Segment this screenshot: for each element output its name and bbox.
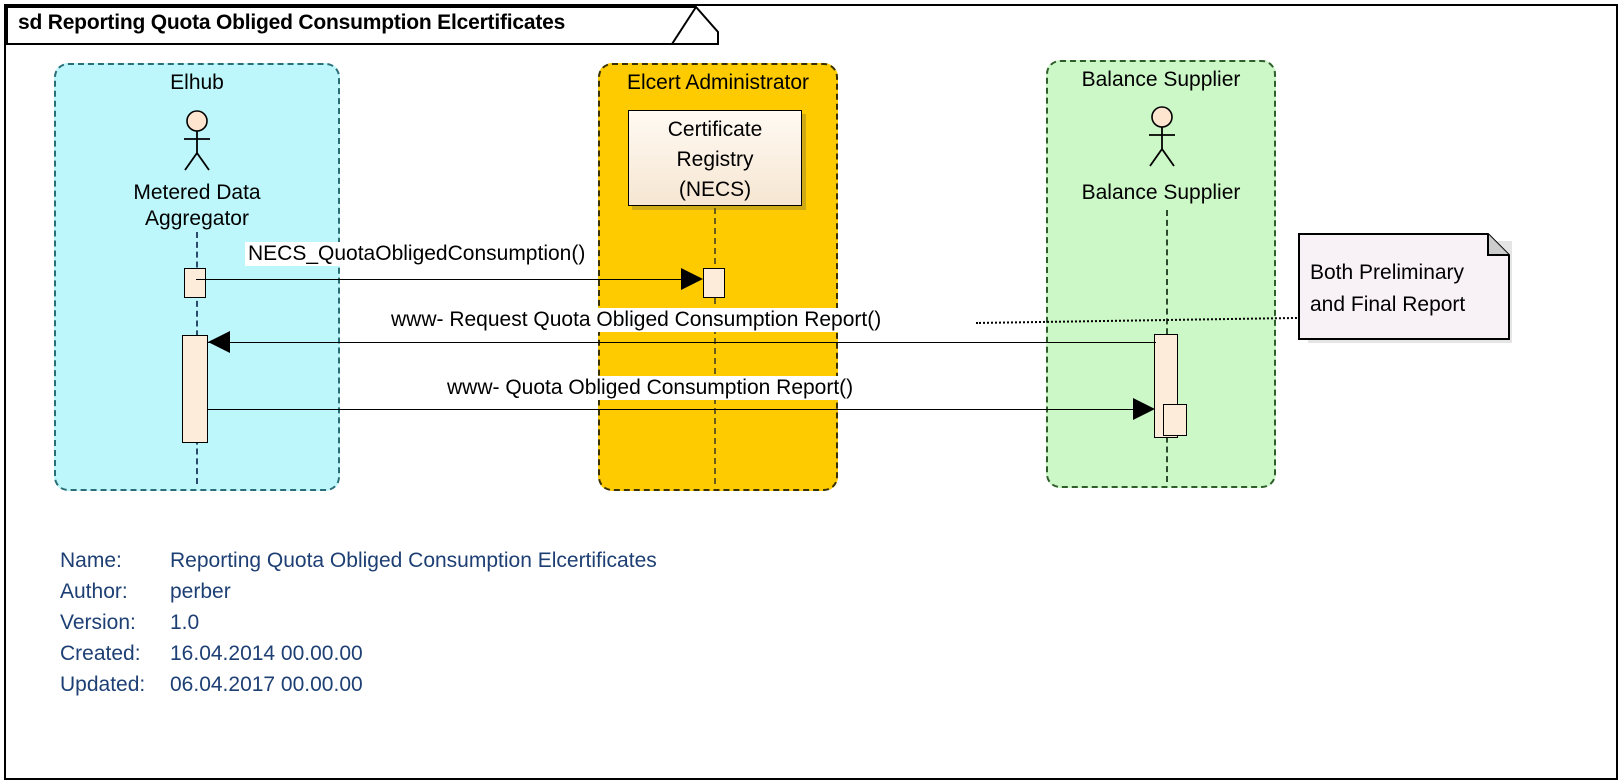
label-line-1: Metered Data bbox=[133, 181, 261, 204]
metadata-value-author: perber bbox=[170, 579, 231, 603]
object-line-2: Registry bbox=[676, 148, 754, 171]
note-both-preliminary-and-final-report[interactable]: Both Preliminary and Final Report bbox=[1298, 233, 1524, 345]
metadata-key-name: Name: bbox=[60, 548, 122, 572]
activation-balance-supplier-2 bbox=[1163, 404, 1187, 436]
message-line-3[interactable] bbox=[208, 409, 1138, 410]
activation-necs-1 bbox=[703, 268, 725, 298]
metadata-value-name: Reporting Quota Obliged Consumption Elce… bbox=[170, 548, 657, 572]
object-line-3: (NECS) bbox=[678, 178, 752, 201]
metadata-row-version: Version: 1.0 bbox=[60, 607, 657, 638]
message-label-3: www- Quota Obliged Consumption Report() bbox=[444, 376, 857, 400]
label-line-2: Aggregator bbox=[145, 207, 249, 230]
metadata-key-author: Author: bbox=[60, 579, 128, 603]
page-title: sd Reporting Quota Obliged Consumption E… bbox=[18, 11, 566, 34]
metadata-key-updated: Updated: bbox=[60, 672, 146, 696]
message-line-1[interactable] bbox=[196, 279, 690, 280]
note-line-2: and Final Report bbox=[1310, 293, 1466, 316]
lifeline-label-metered-data-aggregator: Metered Data Aggregator bbox=[60, 180, 334, 232]
actor-icon-metered-data-aggregator bbox=[175, 110, 219, 172]
partition-title-balance-supplier: Balance Supplier bbox=[1081, 68, 1241, 91]
metadata-row-name: Name: Reporting Quota Obliged Consumptio… bbox=[60, 545, 657, 576]
message-arrowhead-2 bbox=[208, 331, 230, 353]
metadata-value-version: 1.0 bbox=[170, 610, 200, 634]
object-line-1: Certificate bbox=[667, 118, 763, 141]
message-label-2: www- Request Quota Obliged Consumption R… bbox=[388, 308, 885, 332]
note-line-1: Both Preliminary bbox=[1310, 261, 1465, 284]
metadata-key-created: Created: bbox=[60, 641, 141, 665]
label-line-1: Balance Supplier bbox=[1081, 181, 1241, 204]
object-certificate-registry[interactable]: Certificate Registry (NECS) bbox=[628, 110, 802, 206]
partition-title-elcert-administrator: Elcert Administrator bbox=[626, 71, 810, 94]
activation-elhub-1 bbox=[184, 268, 206, 298]
metadata-row-author: Author: perber bbox=[60, 576, 657, 607]
metadata-block: Name: Reporting Quota Obliged Consumptio… bbox=[60, 545, 657, 700]
metadata-value-created: 16.04.2014 00.00.00 bbox=[170, 641, 363, 665]
message-arrowhead-3 bbox=[1133, 398, 1155, 420]
note-text: Both Preliminary and Final Report bbox=[1310, 257, 1510, 321]
message-label-1: NECS_QuotaObligedConsumption() bbox=[245, 242, 589, 266]
message-line-2[interactable] bbox=[208, 342, 1156, 343]
message-arrowhead-1 bbox=[681, 268, 703, 290]
partition-title-elhub: Elhub bbox=[170, 71, 224, 94]
lifeline-certificate-registry bbox=[714, 208, 716, 484]
activation-elhub-2 bbox=[182, 335, 208, 443]
actor-icon-balance-supplier bbox=[1140, 106, 1184, 168]
diagram-title-tab: sd Reporting Quota Obliged Consumption E… bbox=[6, 6, 720, 45]
metadata-value-updated: 06.04.2017 00.00.00 bbox=[170, 672, 363, 696]
metadata-key-version: Version: bbox=[60, 610, 136, 634]
lifeline-label-balance-supplier: Balance Supplier bbox=[1046, 180, 1276, 206]
metadata-row-created: Created: 16.04.2014 00.00.00 bbox=[60, 638, 657, 669]
metadata-row-updated: Updated: 06.04.2017 00.00.00 bbox=[60, 669, 657, 700]
